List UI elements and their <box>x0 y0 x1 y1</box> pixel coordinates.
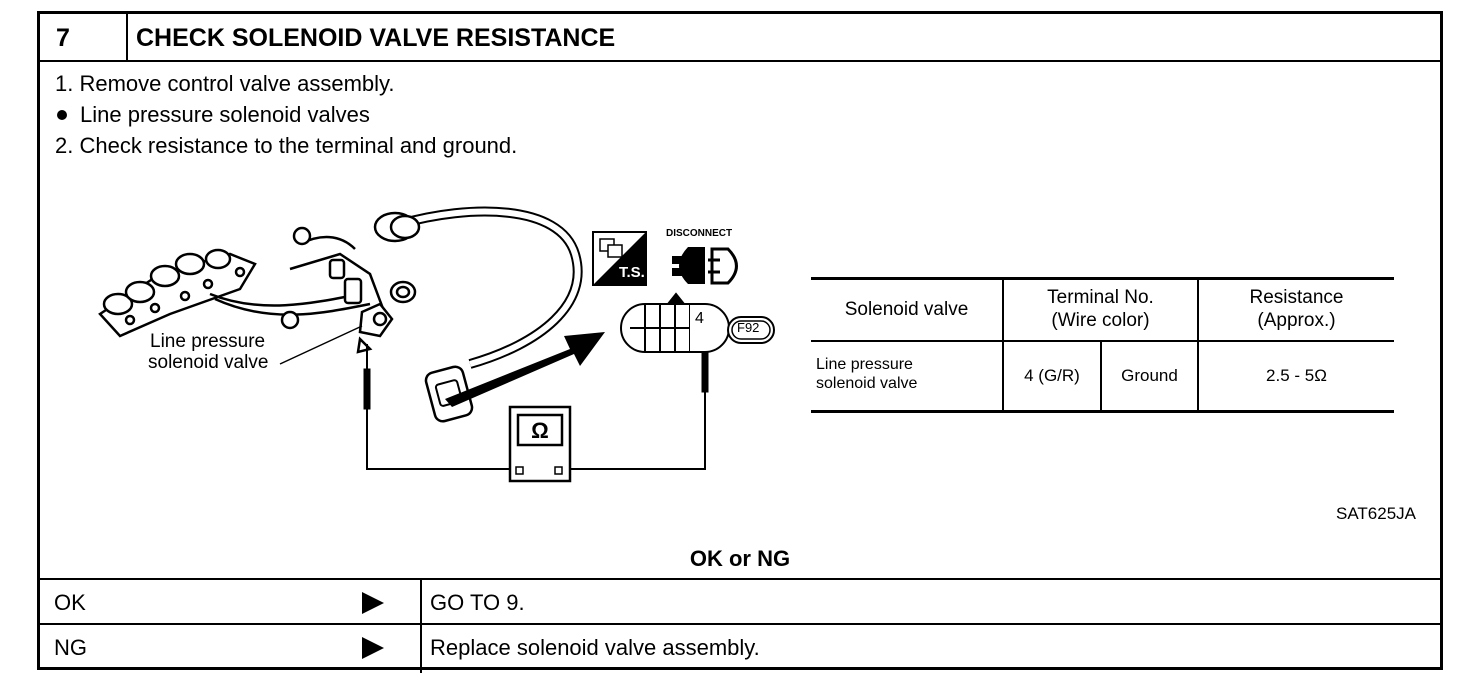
header-divider <box>126 14 128 60</box>
connector-terminal-label: 4 <box>695 310 704 327</box>
instruction-1: 1. Remove control valve assembly. <box>55 71 395 96</box>
instruction-bullet: Line pressure solenoid valves <box>80 102 370 127</box>
table-header-terminal-l1: Terminal No. <box>1047 287 1154 308</box>
figure-code: SAT625JA <box>1336 504 1417 523</box>
callout-label-line1: Line pressure <box>150 331 266 352</box>
result-action-ng: Replace solenoid valve assembly. <box>430 635 760 660</box>
table-top-rule <box>811 277 1394 280</box>
wiring-illustration: Ω <box>98 206 775 483</box>
arrow-icon <box>445 332 605 407</box>
table-header-terminal-l2: (Wire color) <box>1051 310 1150 331</box>
callout-leader <box>279 325 363 365</box>
table-header-resistance-l2: (Approx.) <box>1257 310 1336 331</box>
table-cell-valve-l2: solenoid valve <box>816 375 918 392</box>
control-valve-assembly-icon <box>98 211 421 354</box>
result-label-ng: NG <box>54 635 87 660</box>
callout-label-line2: solenoid valve <box>148 352 269 373</box>
arrow-right-icon <box>362 592 384 614</box>
table-header-valve: Solenoid valve <box>844 299 969 320</box>
ts-label: T.S. <box>619 264 645 281</box>
test-stand-icon <box>592 231 647 286</box>
inspection-procedure-box: 7 CHECK SOLENOID VALVE RESISTANCE 1. Rem… <box>37 11 1443 673</box>
disconnect-icon <box>672 247 738 285</box>
table-cell-resistance: 2.5 - 5Ω <box>1266 366 1327 385</box>
table-cell-ground: Ground <box>1121 366 1178 385</box>
instruction-2: 2. Check resistance to the terminal and … <box>55 133 518 158</box>
step-title: CHECK SOLENOID VALVE RESISTANCE <box>136 24 616 52</box>
step-number: 7 <box>56 24 70 52</box>
result-action-ok: GO TO 9. <box>430 590 525 615</box>
header-rule <box>40 60 1440 62</box>
connector-icon <box>620 292 730 353</box>
table-header-resistance-l1: Resistance <box>1249 287 1344 308</box>
disconnect-label: DISCONNECT <box>666 228 733 239</box>
table-bottom-rule <box>811 410 1394 413</box>
table-cell-terminal: 4 (G/R) <box>1024 366 1080 385</box>
connector-id-badge <box>727 316 775 344</box>
connector-id-label: F92 <box>737 320 760 335</box>
bullet-icon <box>57 110 67 120</box>
result-label-ok: OK <box>54 590 86 615</box>
svg-text:Ω: Ω <box>531 418 549 443</box>
ohmmeter-icon: Ω <box>508 405 572 483</box>
table-cell-valve-l1: Line pressure <box>816 356 913 373</box>
arrow-right-icon <box>362 637 384 659</box>
table-header-rule <box>811 340 1394 342</box>
result-prompt: OK or NG <box>689 546 791 571</box>
